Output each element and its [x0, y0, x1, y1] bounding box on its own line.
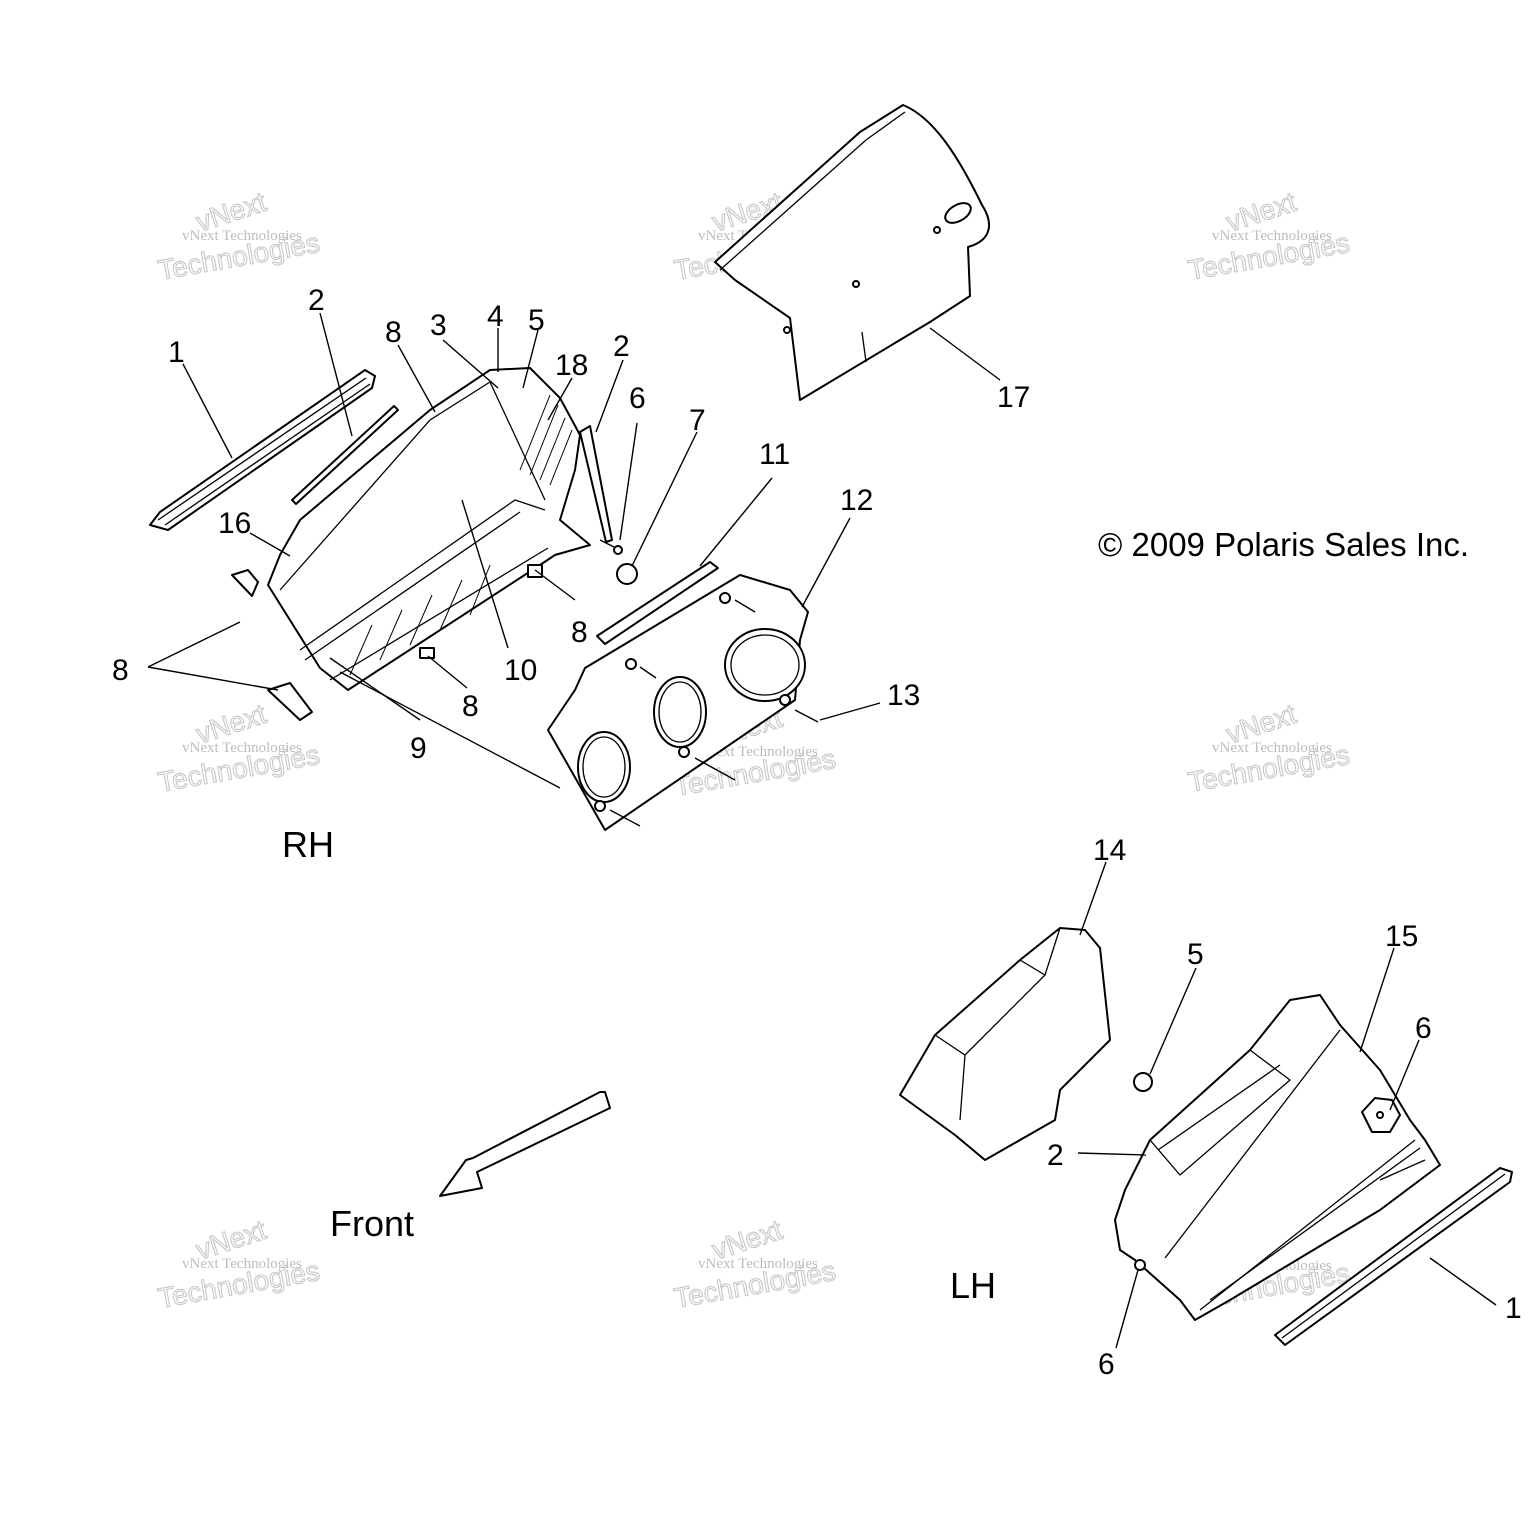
callout-4: 4 [487, 300, 504, 333]
svg-text:vNext Technologies: vNext Technologies [182, 1256, 302, 1272]
svg-text:vNext Technologies: vNext Technologies [182, 740, 302, 756]
callout-8: 8 [112, 654, 129, 687]
callout-13: 13 [887, 679, 920, 712]
callout-2: 2 [308, 284, 325, 317]
watermark: vNext vNext Technologies Technologies [1185, 697, 1352, 798]
part-6-pin [1134, 1259, 1146, 1271]
callout-1: 1 [168, 336, 185, 369]
view-label-rh: RH [282, 824, 334, 865]
rh-housing [267, 367, 591, 691]
callout-9: 9 [410, 732, 427, 765]
part-8-clip [419, 647, 435, 659]
callout-1: 1 [1505, 1292, 1522, 1325]
callout-2: 2 [613, 330, 630, 363]
housing-hatch [349, 564, 491, 676]
part-8-clip [527, 564, 543, 578]
part-2-seal [291, 405, 399, 505]
watermark: vNext vNext Technologies Technologies [155, 185, 322, 286]
callout-8: 8 [462, 690, 479, 723]
callout-14: 14 [1093, 834, 1126, 867]
part-8-clip [231, 569, 259, 597]
part-14-insulation [899, 927, 1111, 1161]
callout-15: 15 [1385, 920, 1418, 953]
lh-assembly [899, 927, 1513, 1346]
callout-6: 6 [1098, 1348, 1115, 1381]
front-label: Front [330, 1203, 414, 1244]
svg-text:vNext Technologies: vNext Technologies [1212, 228, 1332, 244]
part-7-grommet [616, 563, 638, 585]
part-6-screw [599, 539, 623, 555]
callout-6: 6 [1415, 1012, 1432, 1045]
watermark: vNext vNext Technologies Technologies [1185, 185, 1352, 286]
part-11-strip [596, 561, 719, 645]
callout-12: 12 [840, 484, 873, 517]
callout-7: 7 [689, 404, 706, 437]
svg-text:vNext Technologies: vNext Technologies [698, 744, 818, 760]
callout-5: 5 [528, 304, 545, 337]
callout-11: 11 [759, 438, 790, 471]
part-8-clip [267, 682, 313, 721]
part-12-gauge-bezel [547, 574, 809, 831]
svg-text:vNext Technologies: vNext Technologies [182, 228, 302, 244]
svg-text:vNext Technologies: vNext Technologies [698, 1256, 818, 1272]
callout-5: 5 [1187, 938, 1204, 971]
part-2-seal-right [579, 425, 613, 543]
callout-3: 3 [430, 309, 447, 342]
callout-6: 6 [629, 382, 646, 415]
callout-18: 18 [555, 349, 588, 382]
watermark: vNext vNext Technologies Technologies [155, 1213, 322, 1314]
copyright-text: © 2009 Polaris Sales Inc. [1098, 526, 1469, 563]
view-label-lh: LH [950, 1265, 996, 1306]
callout-10: 10 [504, 654, 537, 687]
callout-16: 16 [218, 507, 251, 540]
part-5-grommet [1133, 1072, 1153, 1092]
leader-lines [147, 312, 1497, 1349]
part-18-hatch [519, 394, 573, 486]
part-17-cover-panel [714, 104, 990, 401]
rh-assembly [149, 367, 819, 831]
lh-housing [1114, 994, 1441, 1321]
part-13-screws [609, 599, 819, 827]
callout-2: 2 [1047, 1139, 1064, 1172]
callout-8: 8 [385, 316, 402, 349]
front-arrow [439, 1091, 611, 1197]
callout-17: 17 [997, 381, 1030, 414]
callout-labels: 1 2 8 3 4 5 18 2 6 7 11 12 16 8 8 10 8 9… [112, 284, 1522, 1381]
svg-text:vNext Technologies: vNext Technologies [1212, 740, 1332, 756]
watermark: vNext vNext Technologies Technologies [671, 1213, 838, 1314]
callout-8: 8 [571, 616, 588, 649]
